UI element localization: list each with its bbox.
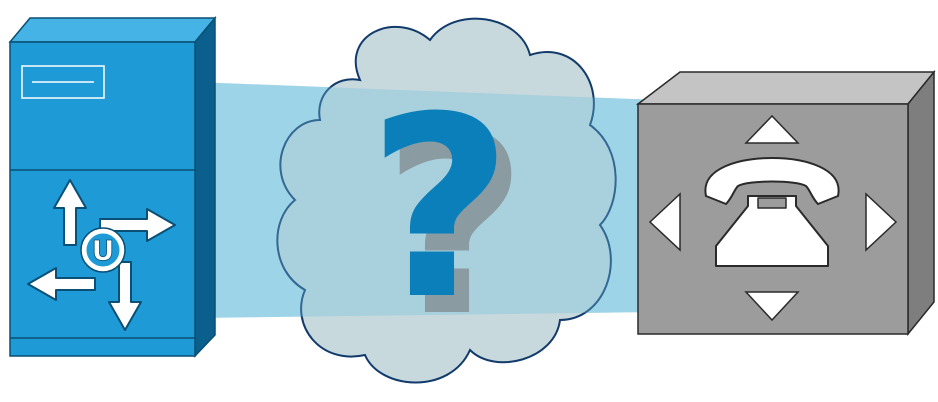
question-mark-symbol: ? xyxy=(367,63,512,354)
server-top xyxy=(10,18,215,42)
box-top xyxy=(638,72,934,104)
unified-communications-server: U xyxy=(10,18,215,356)
server-side xyxy=(195,18,215,356)
box-side xyxy=(908,72,934,334)
ip-phone-switch xyxy=(638,72,934,334)
server-front xyxy=(10,42,195,356)
cloud: ? ? xyxy=(195,19,660,383)
u-badge-letter: U xyxy=(92,234,115,267)
